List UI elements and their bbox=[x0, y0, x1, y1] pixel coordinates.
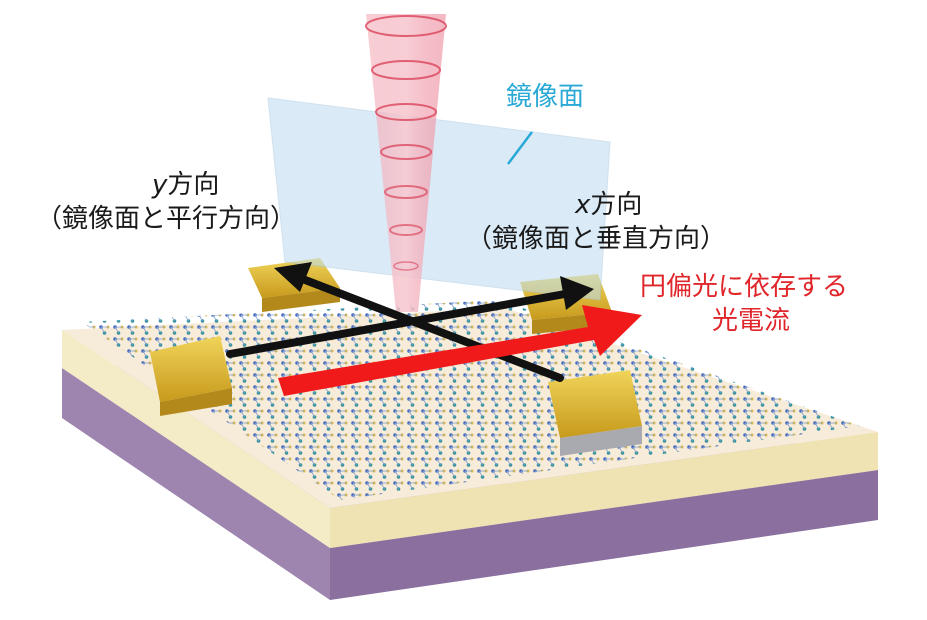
y-direction-note: （鏡像面と平行方向） bbox=[36, 204, 297, 234]
mirror-label-leader bbox=[507, 131, 533, 165]
mirror-plane bbox=[267, 97, 611, 301]
atomic-monolayer bbox=[82, 300, 860, 500]
x-axis-variable: x bbox=[575, 190, 591, 220]
photocurrent-label-line1: 円偏光に依存する bbox=[640, 272, 849, 302]
mirror-plane-label: 鏡像面 bbox=[506, 82, 585, 112]
x-direction-label: x方向 bbox=[575, 190, 642, 220]
y-direction-arrow bbox=[274, 262, 564, 382]
x-axis-suffix: 方向 bbox=[590, 190, 643, 220]
x-direction-arrow bbox=[226, 276, 594, 358]
y-direction-label: y方向 bbox=[152, 170, 219, 200]
y-axis-variable: y bbox=[152, 170, 168, 200]
electrode-left bbox=[150, 336, 232, 416]
photocurrent-label-line2: 光電流 bbox=[712, 306, 791, 336]
y-axis-suffix: 方向 bbox=[167, 170, 220, 200]
photocurrent-arrow bbox=[278, 305, 642, 396]
x-direction-note: （鏡像面と垂直方向） bbox=[466, 224, 727, 254]
laser-beam bbox=[365, 14, 447, 312]
electrode-front bbox=[548, 370, 642, 456]
